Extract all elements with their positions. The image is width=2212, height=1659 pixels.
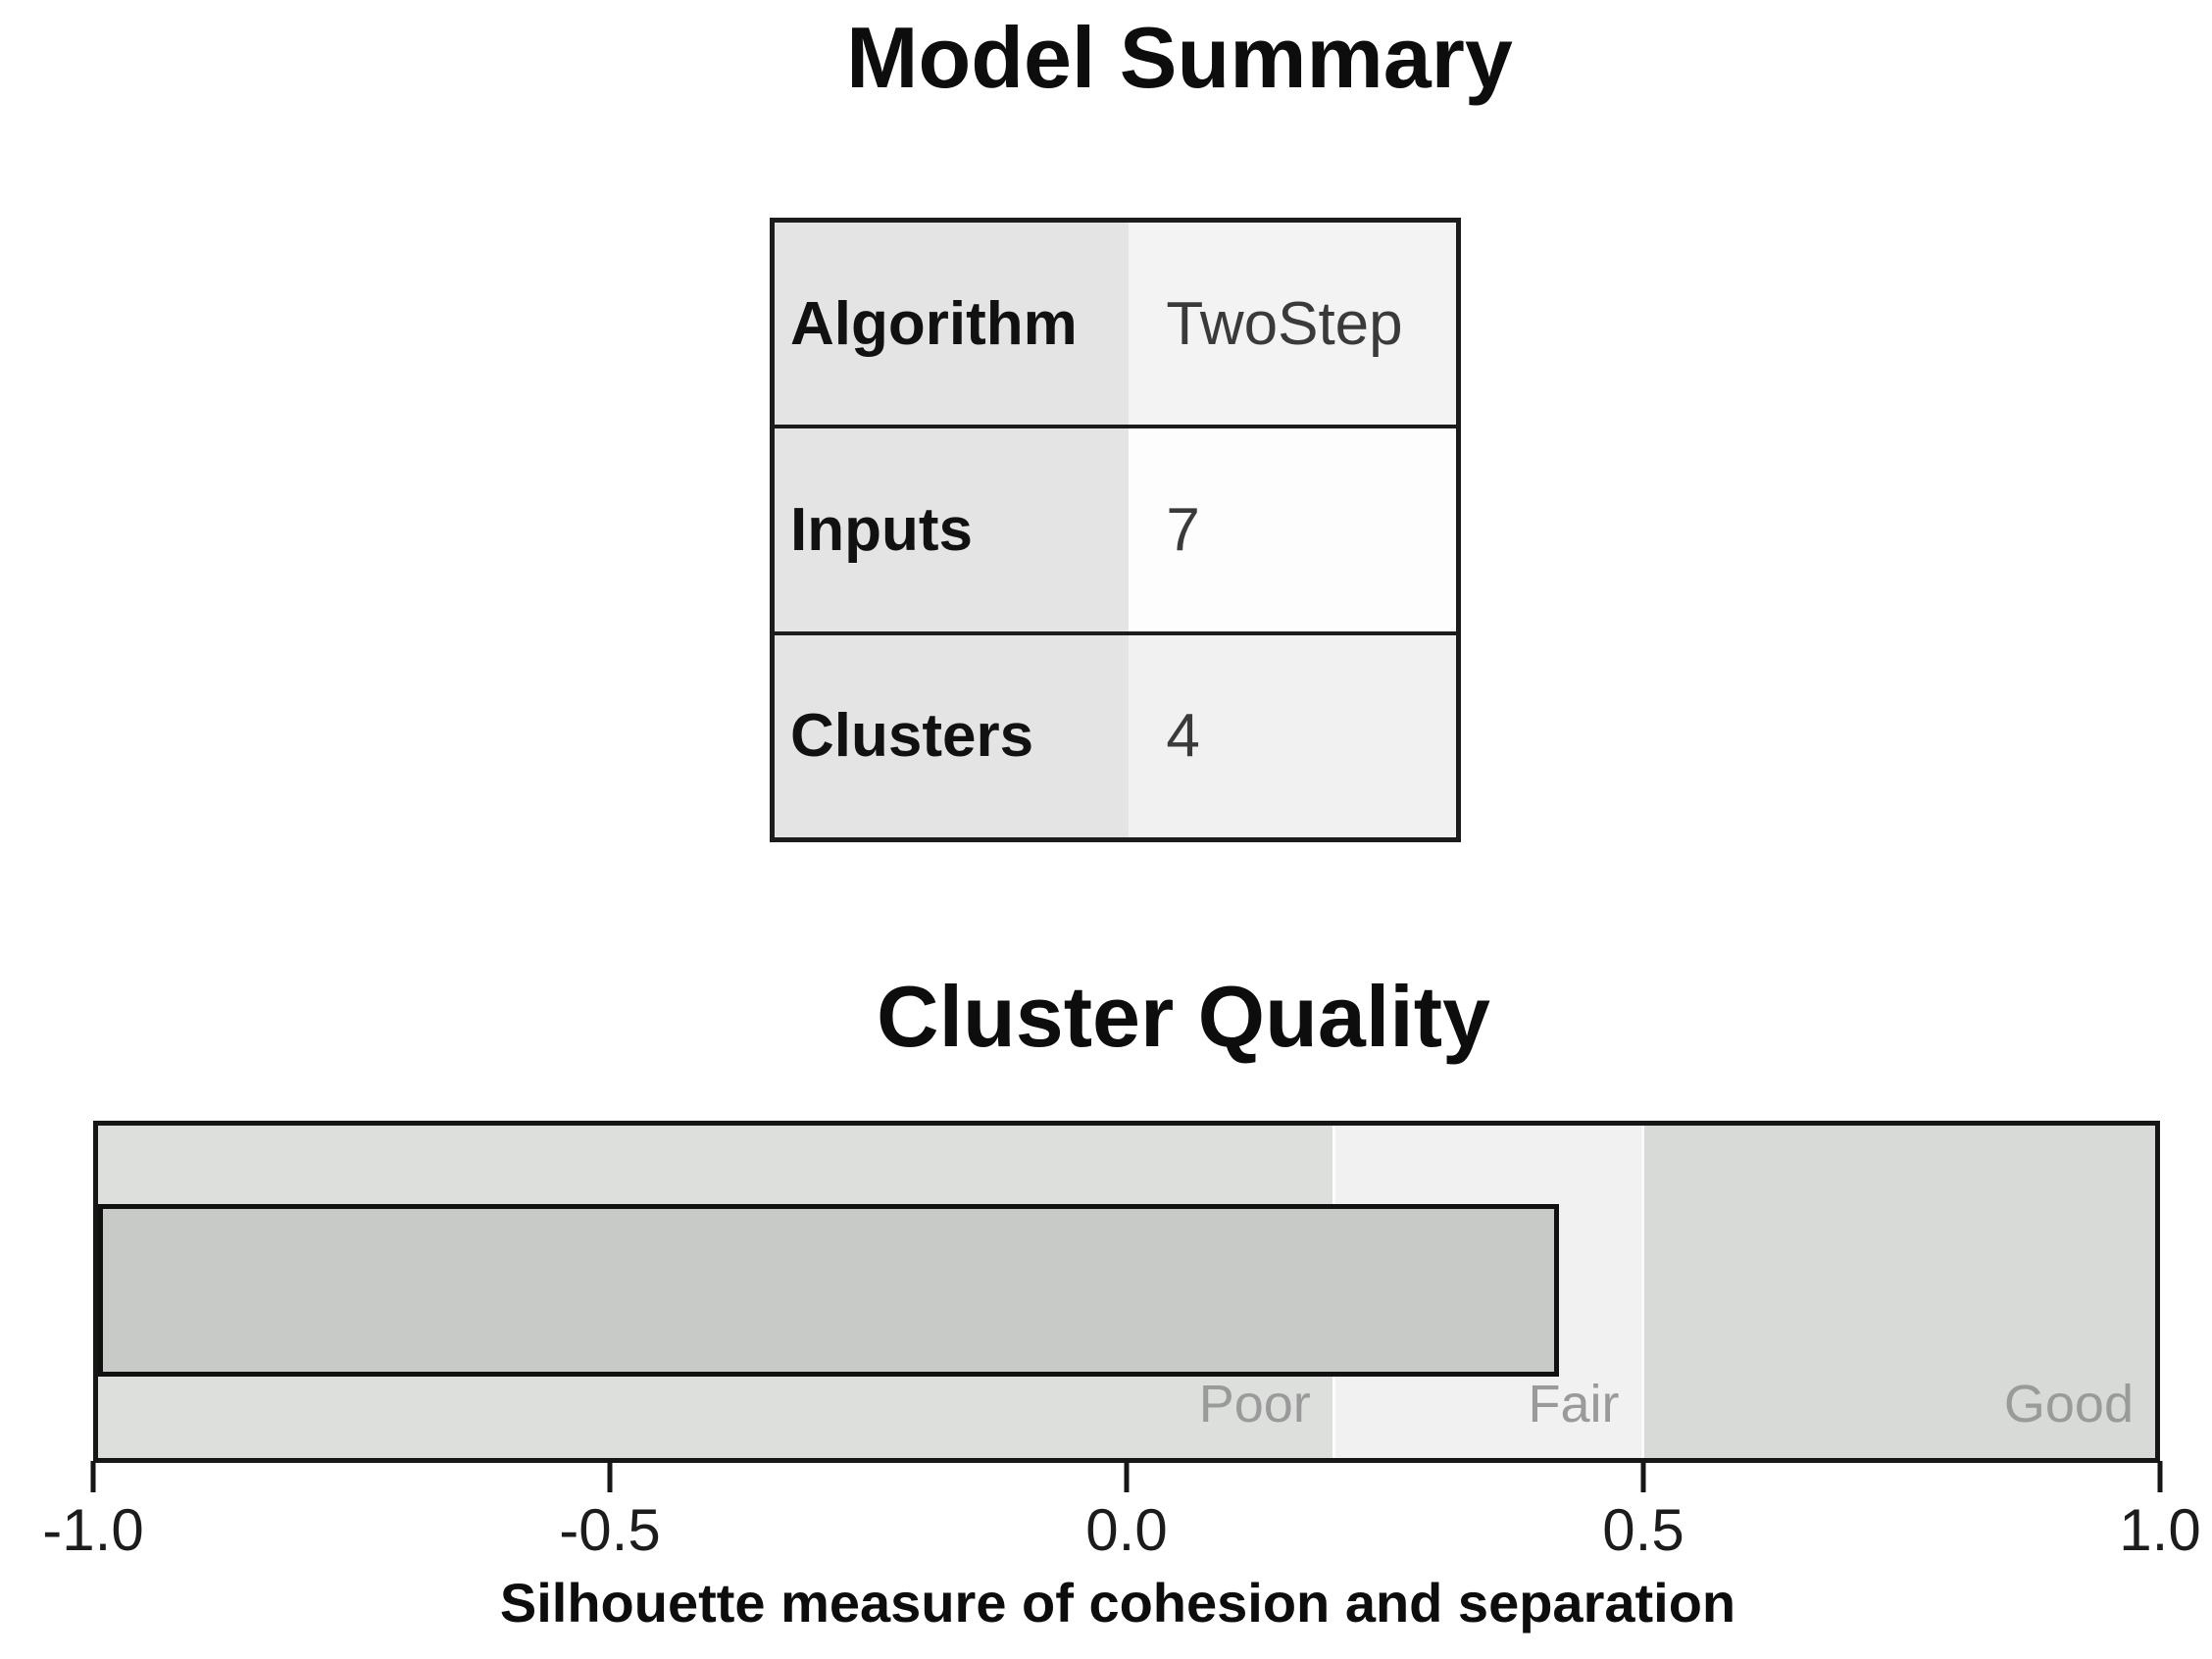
x-axis-title: Silhouette measure of cohesion and separ…	[499, 1572, 1736, 1634]
x-axis-tick-label: 0.0	[1085, 1497, 1168, 1563]
x-axis-tick-label: -1.0	[42, 1497, 144, 1563]
silhouette-bar	[98, 1204, 1559, 1377]
x-axis-tick	[1124, 1461, 1130, 1492]
model-summary-table: Algorithm TwoStep Inputs 7 Clusters 4	[770, 218, 1461, 842]
x-axis-tick-labels: -1.0 -0.5 0.0 0.5 1.0	[42, 1496, 2200, 1563]
table-row-clusters: Clusters 4	[775, 630, 1456, 837]
row-label-clusters: Clusters	[775, 634, 1130, 837]
table-row-inputs: Inputs 7	[775, 425, 1456, 631]
cluster-quality-title: Cluster Quality	[877, 968, 1490, 1065]
row-label-inputs: Inputs	[775, 428, 1130, 631]
zone-label-good: Good	[2003, 1375, 2134, 1433]
x-axis-ticks	[90, 1461, 2163, 1494]
x-axis-tick-label: -0.5	[559, 1497, 661, 1563]
table-row-algorithm: Algorithm TwoStep	[775, 223, 1456, 426]
x-axis-tick	[1640, 1461, 1646, 1492]
row-value-clusters: 4	[1129, 634, 1456, 837]
x-axis-tick	[2157, 1461, 2163, 1492]
x-axis-tick-label: 1.0	[2119, 1497, 2201, 1563]
row-value-inputs: 7	[1129, 428, 1456, 631]
cluster-quality-plot: Poor Fair Good	[93, 1121, 2160, 1463]
model-summary-title: Model Summary	[846, 9, 1513, 106]
x-axis-tick	[90, 1461, 96, 1492]
zone-label-fair: Fair	[1528, 1375, 1620, 1433]
zone-label-poor: Poor	[1198, 1375, 1311, 1433]
x-axis-tick	[607, 1461, 613, 1492]
x-axis-tick-label: 0.5	[1602, 1497, 1684, 1563]
row-value-algorithm: TwoStep	[1129, 223, 1456, 426]
row-label-algorithm: Algorithm	[775, 223, 1130, 426]
quality-zone-good: Good	[1640, 1126, 2155, 1458]
